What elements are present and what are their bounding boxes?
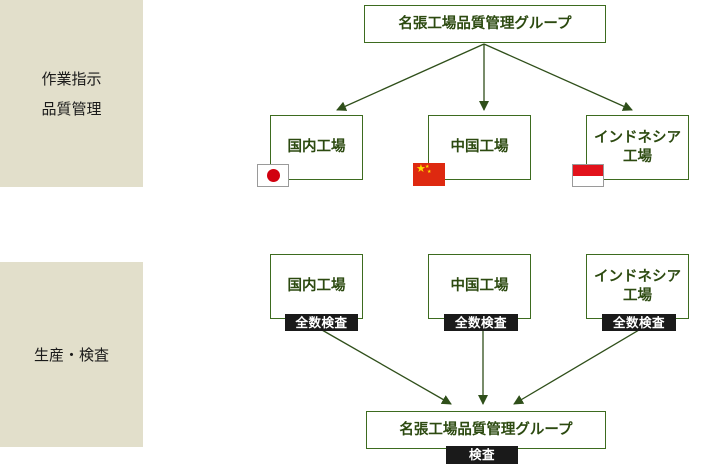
factory-box-china-production: 中国工場 [428,254,531,319]
sidebar-label-line: 作業指示 [41,69,102,88]
factory-label: 中国工場 [450,278,509,294]
arrow-hq-to-domestic [336,43,485,111]
factory-label: 国内工場 [287,278,346,294]
arrow-hq-to-indonesia [483,43,633,111]
factory-label: インドネシア [594,129,681,146]
hq-box-top: 名張工場品質管理グループ [364,5,606,43]
hq-label: 名張工場品質管理グループ [399,421,573,438]
factory-box-indonesia: インドネシア 工場 [586,115,689,180]
sidebar-section-production-inspection: 生産・検査 [0,262,143,447]
hq-label: 名張工場品質管理グループ [398,15,572,32]
factory-label: 中国工場 [450,139,509,155]
sidebar-label-line: 品質管理 [41,99,102,118]
sidebar-section-work-instruction: 作業指示 品質管理 [0,0,143,187]
factory-box-indonesia-production: インドネシア 工場 [586,254,689,319]
full-inspection-badge: 全数検査 [444,314,518,331]
arrow-indonesia-to-hq [513,329,640,405]
factory-label: 工場 [623,148,652,165]
inspection-badge: 検査 [446,446,518,464]
factory-box-domestic-production: 国内工場 [270,254,363,319]
indonesia-flag-icon [572,164,604,187]
factory-label: 工場 [623,287,652,304]
china-flag-icon: ★★★ [413,163,445,186]
sidebar-label-line: 生産・検査 [33,345,109,364]
hq-box-bottom: 名張工場品質管理グループ [366,411,606,449]
factory-label: インドネシア [594,268,681,285]
full-inspection-badge: 全数検査 [285,314,358,331]
factory-box-china: 中国工場 [428,115,531,180]
japan-flag-icon [257,164,289,187]
factory-label: 国内工場 [287,139,346,155]
arrow-domestic-to-hq [321,329,452,405]
full-inspection-badge: 全数検査 [602,314,676,331]
